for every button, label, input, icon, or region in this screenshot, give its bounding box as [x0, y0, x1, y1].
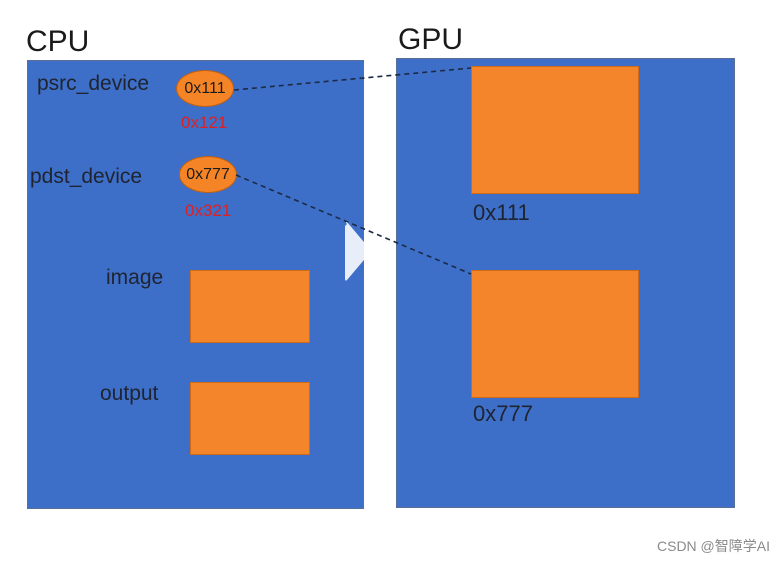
pdst-device-label: pdst_device — [30, 165, 143, 188]
psrc-device-label: psrc_device — [37, 72, 150, 95]
output-label: output — [100, 382, 159, 405]
psrc-device-address: 0x121 — [181, 113, 228, 132]
watermark: CSDN @智障学AI — [657, 538, 770, 554]
pdst-device-address: 0x321 — [185, 201, 232, 220]
gpu-block-0x111 — [471, 66, 639, 194]
pdst-device-value: 0x777 — [186, 165, 230, 183]
gpu-heading: GPU — [398, 23, 464, 56]
gpu-block-0x777-address: 0x777 — [473, 401, 533, 426]
output-buffer — [190, 382, 310, 455]
image-label: image — [106, 266, 164, 289]
psrc-device-value: 0x111 — [184, 79, 226, 97]
play-icon[interactable] — [343, 220, 373, 282]
gpu-block-0x111-address: 0x111 — [473, 200, 530, 225]
psrc-device-pointer: 0x111 — [176, 70, 234, 107]
image-buffer — [190, 270, 310, 343]
cpu-heading: CPU — [26, 25, 90, 58]
gpu-block-0x777 — [471, 270, 639, 398]
pdst-device-pointer: 0x777 — [179, 156, 237, 193]
